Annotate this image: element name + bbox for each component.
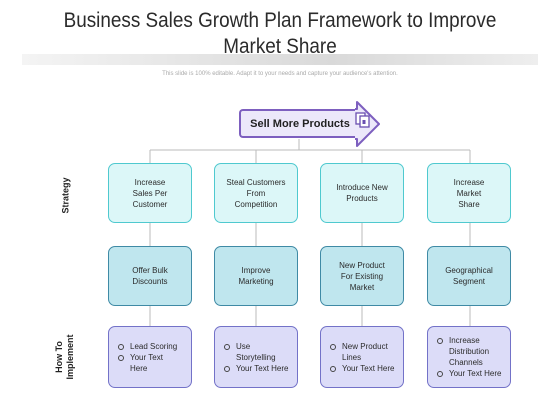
row-label-strategy: Strategy <box>60 177 71 214</box>
root-label: Sell More Products <box>250 117 350 130</box>
strategy-box-2: Steal Customers From Competition <box>214 163 298 223</box>
row-label-implement: How To Implement <box>54 322 76 392</box>
row-label-implement-line-1: How To <box>54 341 64 373</box>
approach-box-3: New Product For Existing Market <box>320 246 404 306</box>
title-line-1: Business Sales Growth Plan Framework to … <box>63 9 497 32</box>
approach-box-4: Geographical Segment <box>427 246 511 306</box>
approach-box-1: Offer Bulk Discounts <box>108 246 192 306</box>
title-line-2: Market Share <box>223 35 337 58</box>
root-node <box>239 109 357 138</box>
subtitle: This slide is 100% editable. Adapt it to… <box>162 71 398 77</box>
strategy-box-1: Increase Sales Per Customer <box>108 163 192 223</box>
list-item: Your Text Here <box>330 363 394 374</box>
approach-box-2: Improve Marketing <box>214 246 298 306</box>
list-item: Lead Scoring <box>118 341 177 352</box>
title-divider-bar <box>22 54 538 65</box>
list-item: Your Text Here <box>437 368 501 379</box>
product-icon <box>355 112 370 128</box>
list-item: Your Text Here <box>224 363 288 374</box>
strategy-box-3: Introduce New Products <box>320 163 404 223</box>
page-title: Business Sales Growth Plan Framework to … <box>28 8 532 60</box>
row-label-implement-line-2: Implement <box>65 334 75 380</box>
strategy-box-4: Increase Market Share <box>427 163 511 223</box>
